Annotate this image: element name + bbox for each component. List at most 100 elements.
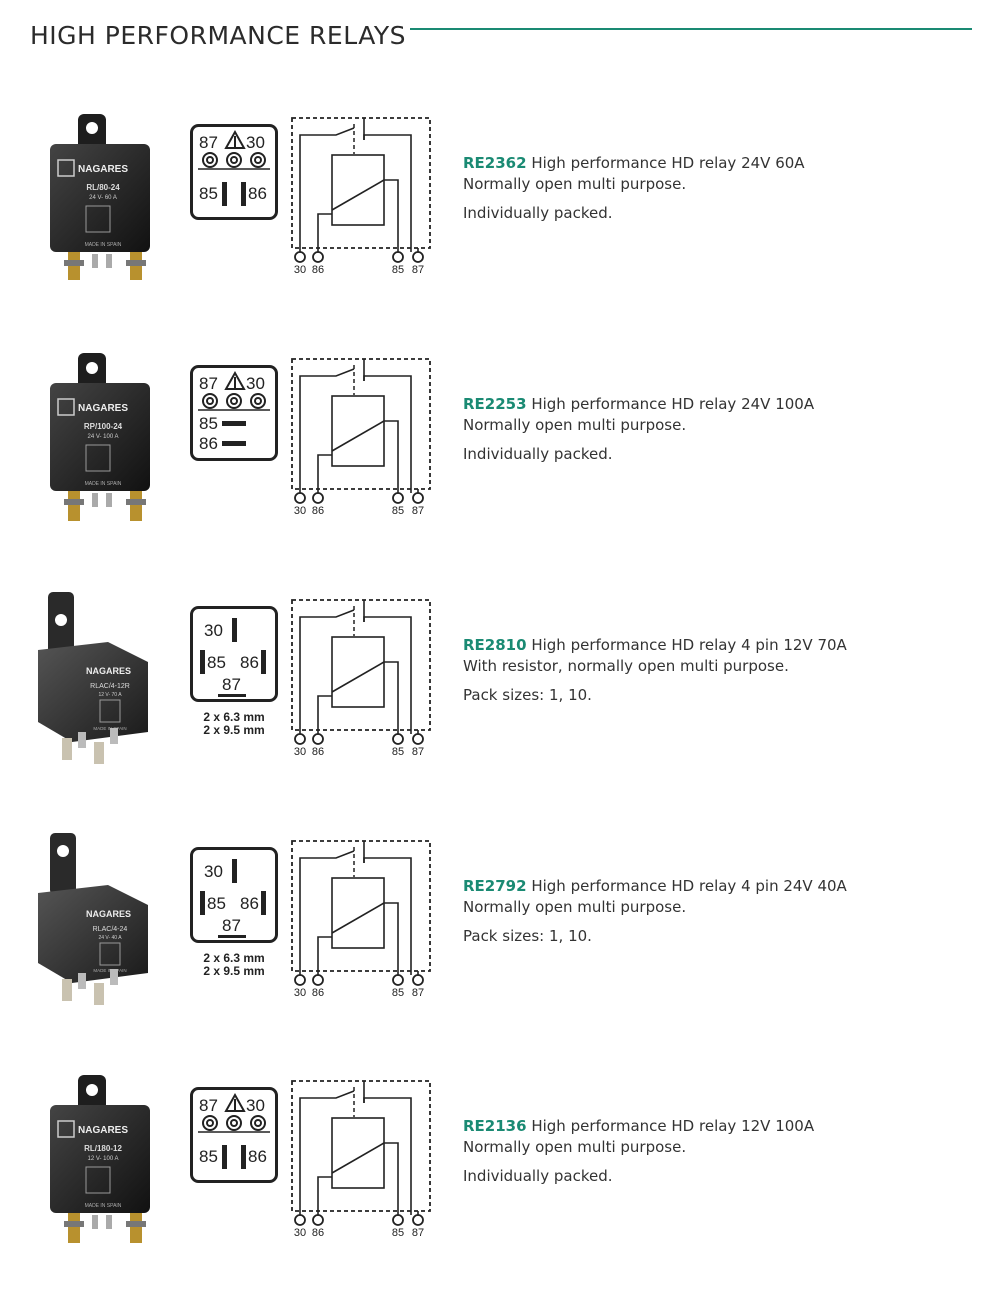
relay-schematic: 30 86 85 87 [291, 358, 431, 516]
relay-schematic: 30 86 85 87 [291, 840, 431, 998]
relay-schematic: 30 86 85 87 [291, 1080, 431, 1238]
pin-label-85: 85 [199, 414, 218, 433]
product-code: RE2792 [463, 877, 527, 895]
product-title: High performance HD relay 4 pin 12V 70A [531, 636, 847, 654]
schem-label-85: 85 [392, 264, 404, 275]
photo-made: MADE IN SPAIN [85, 481, 122, 487]
schem-label-87: 87 [412, 987, 424, 998]
pin-label-30: 30 [246, 133, 265, 152]
photo-made: MADE IN SPAIN [85, 1203, 122, 1209]
terminal-note-1: 2 x 6.3 mm [203, 710, 264, 724]
pin-label-85: 85 [199, 184, 218, 203]
product-detail: With resistor, normally open multi purpo… [463, 657, 789, 675]
schem-label-85: 85 [392, 987, 404, 998]
product-re2810: NAGARES RLAC/4-12R 12 V- 70 A MADE IN SP… [0, 592, 1000, 832]
product-description: RE2136 High performance HD relay 12V 100… [463, 1116, 814, 1187]
schem-label-87: 87 [412, 264, 424, 275]
schem-label-86: 86 [312, 1227, 324, 1238]
schem-label-87: 87 [412, 746, 424, 757]
pin-label-30: 30 [204, 862, 223, 881]
photo-made: MADE IN SPAIN [85, 242, 122, 248]
product-description: RE2253 High performance HD relay 24V 100… [463, 394, 814, 465]
photo-model: RL/80-24 [86, 183, 120, 192]
schem-label-30: 30 [294, 746, 306, 757]
pin-label-85: 85 [207, 894, 226, 913]
photo-brand: NAGARES [86, 909, 131, 919]
schem-label-85: 85 [392, 746, 404, 757]
schem-label-30: 30 [294, 1227, 306, 1238]
schem-label-87: 87 [412, 1227, 424, 1238]
photo-model: RL/180-12 [84, 1144, 122, 1153]
product-title: High performance HD relay 24V 100A [531, 395, 815, 413]
pin-label-87: 87 [199, 374, 218, 393]
schem-label-85: 85 [392, 505, 404, 516]
product-re2792: NAGARES RLAC/4-24 24 V- 40 A MADE IN SPA… [0, 833, 1000, 1073]
schem-label-86: 86 [312, 987, 324, 998]
product-code: RE2362 [463, 154, 527, 172]
product-pack: Individually packed. [463, 204, 613, 222]
pin-layout: 87 30 85 86 [190, 365, 278, 461]
pin-label-87: 87 [222, 675, 241, 694]
photo-brand: NAGARES [86, 666, 131, 676]
photo-brand: NAGARES [78, 164, 128, 175]
photo-rating: 24 V- 60 A [89, 195, 117, 201]
product-pack: Individually packed. [463, 445, 613, 463]
relay-schematic: 30 86 85 87 [291, 599, 431, 757]
pin-label-86: 86 [248, 184, 267, 203]
product-title: High performance HD relay 4 pin 24V 40A [531, 877, 847, 895]
relay-photo: NAGARES RL/180-12 12 V- 100 A MADE IN SP… [50, 1075, 150, 1243]
product-re2253: NAGARES RP/100-24 24 V- 100 A MADE IN SP… [0, 351, 1000, 591]
relay-schematic: 30 86 85 87 [291, 117, 431, 275]
photo-brand: NAGARES [78, 403, 128, 414]
schem-label-30: 30 [294, 264, 306, 275]
product-pack: Individually packed. [463, 1167, 613, 1185]
pin-layout: 87 30 85 86 [190, 124, 278, 220]
schem-label-30: 30 [294, 987, 306, 998]
product-description: RE2810 High performance HD relay 4 pin 1… [463, 635, 847, 706]
product-description: RE2362 High performance HD relay 24V 60A… [463, 153, 805, 224]
relay-photo: NAGARES RLAC/4-24 24 V- 40 A MADE IN SPA… [38, 833, 148, 1005]
product-pack: Pack sizes: 1, 10. [463, 686, 592, 704]
schem-label-86: 86 [312, 746, 324, 757]
schem-label-85: 85 [392, 1227, 404, 1238]
pin-label-87: 87 [222, 916, 241, 935]
relay-photo: NAGARES RP/100-24 24 V- 100 A MADE IN SP… [50, 353, 150, 521]
schem-label-87: 87 [412, 505, 424, 516]
product-title: High performance HD relay 12V 100A [531, 1117, 815, 1135]
terminal-note-2: 2 x 9.5 mm [203, 964, 264, 977]
relay-photo: NAGARES RLAC/4-12R 12 V- 70 A MADE IN SP… [38, 592, 148, 764]
pin-label-86: 86 [240, 653, 259, 672]
terminal-note-1: 2 x 6.3 mm [203, 951, 264, 965]
photo-rating: 24 V- 100 A [87, 434, 118, 440]
pin-label-85: 85 [199, 1147, 218, 1166]
photo-brand: NAGARES [78, 1125, 128, 1136]
product-detail: Normally open multi purpose. [463, 898, 687, 916]
schem-label-86: 86 [312, 264, 324, 275]
pin-layout: 30 85 86 87 2 x 6.3 mm 2 x 9.5 mm [190, 606, 278, 736]
product-description: RE2792 High performance HD relay 4 pin 2… [463, 876, 847, 947]
pin-label-30: 30 [246, 374, 265, 393]
relay-photo: NAGARES RL/80-24 24 V- 60 A MADE IN SPAI… [50, 114, 150, 280]
photo-rating: 12 V- 100 A [87, 1156, 118, 1162]
schem-label-86: 86 [312, 505, 324, 516]
product-code: RE2136 [463, 1117, 527, 1135]
pin-label-86: 86 [248, 1147, 267, 1166]
pin-label-86: 86 [199, 434, 218, 453]
photo-rating: 24 V- 40 A [98, 935, 122, 941]
pin-label-87: 87 [199, 133, 218, 152]
product-re2362: NAGARES RL/80-24 24 V- 60 A MADE IN SPAI… [0, 110, 1000, 350]
product-pack: Pack sizes: 1, 10. [463, 927, 592, 945]
product-detail: Normally open multi purpose. [463, 1138, 687, 1156]
pin-label-30: 30 [246, 1096, 265, 1115]
photo-model: RLAC/4-24 [93, 926, 128, 933]
pin-layout: 87 30 85 86 [190, 1087, 278, 1183]
page-title: HIGH PERFORMANCE RELAYS [30, 20, 407, 50]
photo-model: RLAC/4-12R [90, 683, 130, 690]
product-detail: Normally open multi purpose. [463, 416, 687, 434]
photo-model: RP/100-24 [84, 422, 123, 431]
pin-layout: 30 85 86 87 2 x 6.3 mm 2 x 9.5 mm [190, 847, 278, 977]
pin-label-85: 85 [207, 653, 226, 672]
pin-label-86: 86 [240, 894, 259, 913]
pin-label-87: 87 [199, 1096, 218, 1115]
product-detail: Normally open multi purpose. [463, 175, 687, 193]
